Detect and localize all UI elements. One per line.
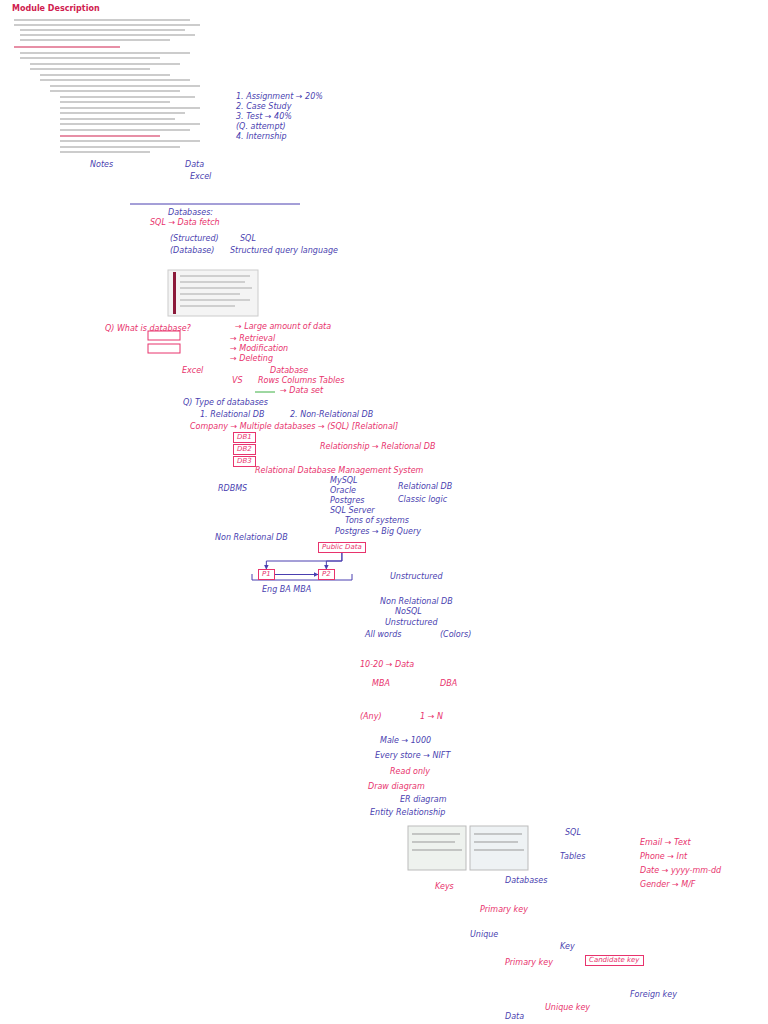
divider-line <box>130 204 300 205</box>
handwritten-note: Rows Columns Tables <box>258 376 344 386</box>
handwritten-note: Tons of systems <box>345 516 409 526</box>
handwritten-note: 2. Case Study <box>236 102 291 112</box>
note-box: Public Data <box>318 542 366 553</box>
handwritten-note: → Large amount of data <box>235 322 331 332</box>
handwritten-note: Excel <box>182 366 203 376</box>
box-text: P2 <box>322 570 331 578</box>
handwritten-note: Primary key <box>480 905 528 915</box>
screenshot-thumbnail <box>168 270 258 316</box>
handwritten-note: DBA <box>440 679 457 689</box>
handwritten-note: Read only <box>390 767 430 777</box>
handwritten-note: Database <box>270 366 308 376</box>
handwritten-note: SQL <box>565 828 581 838</box>
note-box: P2 <box>318 569 335 580</box>
handwritten-note: 3. Test → 40% <box>236 112 292 122</box>
handwritten-note: (Q. attempt) <box>236 122 286 132</box>
note-box: DB3 <box>233 456 256 467</box>
handwritten-note: (Structured) <box>170 234 219 244</box>
handwritten-note: → Deleting <box>230 354 273 364</box>
handwritten-note: All words <box>365 630 401 640</box>
handwritten-note: Non Relational DB <box>380 597 453 607</box>
handwritten-note: Every store → NIFT <box>375 751 450 761</box>
handwritten-note: Postgres <box>330 496 364 506</box>
handwritten-note: 10-20 → Data <box>360 660 414 670</box>
handwritten-note: (Colors) <box>440 630 471 640</box>
handwritten-note: Q) Type of databases <box>183 398 268 408</box>
handwritten-note: → Retrieval <box>230 334 275 344</box>
handwritten-note: (Database) <box>170 246 214 256</box>
handwritten-note: VS <box>232 376 243 386</box>
handwritten-note: Q) What is database? <box>105 324 191 334</box>
handwritten-note: Gender → M/F <box>640 880 695 890</box>
handwritten-note: 1. Assignment → 20% <box>236 92 323 102</box>
handwritten-note: Company → Multiple databases → (SQL) [Re… <box>190 422 398 432</box>
handwritten-note: ER diagram <box>400 795 446 805</box>
handwritten-note: Primary key <box>505 958 553 968</box>
handwritten-note: Notes <box>90 160 113 170</box>
box-text: DB1 <box>237 433 252 441</box>
handwritten-note: RDBMS <box>218 484 247 494</box>
note-box: DB2 <box>233 444 256 455</box>
handwritten-note: Foreign key <box>630 990 677 1000</box>
handwritten-note: Relational DB <box>398 482 452 492</box>
note-box: DB1 <box>233 432 256 443</box>
handwritten-note: Oracle <box>330 486 356 496</box>
handwritten-note: (Any) <box>360 712 382 722</box>
handwritten-note: → Data set <box>280 386 323 396</box>
box-text: P1 <box>262 570 271 578</box>
handwritten-note: Data <box>505 1012 524 1022</box>
note-box: P1 <box>258 569 275 580</box>
handwritten-note: Relationship → Relational DB <box>320 442 436 452</box>
handwritten-note: Structured query language <box>230 246 338 256</box>
handwritten-note: → Modification <box>230 344 288 354</box>
connector-arrow <box>266 553 342 569</box>
screenshot-thumbnail <box>408 826 528 870</box>
typed-notes <box>14 20 200 152</box>
handwritten-note: 1. Relational DB <box>200 410 264 420</box>
connector-arrow <box>275 574 318 575</box>
handwritten-note: Unique <box>470 930 498 940</box>
handwritten-note: 1 → N <box>420 712 443 722</box>
handwritten-note: Excel <box>190 172 211 182</box>
handwritten-note: Postgres → Big Query <box>335 527 421 537</box>
page-title: Module Description <box>12 4 100 13</box>
handwritten-note: 4. Internship <box>236 132 287 142</box>
handwritten-note: Key <box>560 942 575 952</box>
box-text: Public Data <box>322 543 362 551</box>
empty-box <box>148 344 180 353</box>
handwritten-note: Male → 1000 <box>380 736 431 746</box>
handwritten-note: Databases: <box>168 208 213 218</box>
handwritten-note: Entity Relationship <box>370 808 445 818</box>
handwritten-note: Non Relational DB <box>215 533 288 543</box>
handwritten-note: Email → Text <box>640 838 691 848</box>
box-text: DB3 <box>237 457 252 465</box>
handwritten-note: Keys <box>435 882 454 892</box>
box-text: Candidate key <box>589 956 640 964</box>
handwritten-note: SQL → Data fetch <box>150 218 220 228</box>
handwritten-note: Data <box>185 160 204 170</box>
handwritten-note: 2. Non-Relational DB <box>290 410 373 420</box>
handwritten-note: Databases <box>505 876 547 886</box>
handwritten-note: Phone → Int <box>640 852 687 862</box>
handwritten-note: Unique key <box>545 1003 590 1013</box>
handwritten-note: MBA <box>372 679 390 689</box>
box-text: DB2 <box>237 445 252 453</box>
handwritten-note: Draw diagram <box>368 782 425 792</box>
handwritten-note: Unstructured <box>385 618 437 628</box>
handwritten-note: Tables <box>560 852 585 862</box>
handwritten-note: Classic logic <box>398 495 447 505</box>
handwritten-note: Date → yyyy-mm-dd <box>640 866 721 876</box>
handwritten-note: MySQL <box>330 476 357 486</box>
green-mark <box>255 392 275 393</box>
handwritten-note: Eng BA MBA <box>262 585 311 595</box>
handwritten-note: SQL Server <box>330 506 375 516</box>
handwritten-note: SQL <box>240 234 256 244</box>
connector-arrow <box>326 553 342 569</box>
handwritten-note: Unstructured <box>390 572 442 582</box>
handwritten-note: NoSQL <box>395 607 422 617</box>
note-box: Candidate key <box>585 955 644 966</box>
handwritten-note: Relational Database Management System <box>255 466 423 476</box>
